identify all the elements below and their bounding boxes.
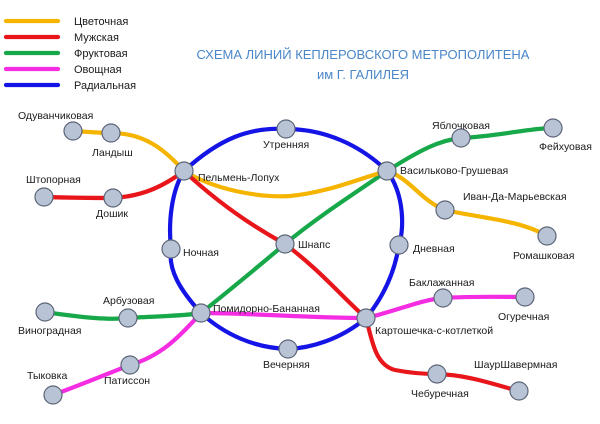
station-romashkovaya[interactable] [537,226,557,246]
station-ogurechnaya[interactable] [515,287,535,307]
station-landysh[interactable] [101,123,121,143]
label-vasilkovo: Васильково-Грушевая [400,165,508,177]
label-shnaps: Шнапс [298,239,330,251]
label-doshik: Дошик [96,208,128,220]
map-subtitle: им Г. ГАЛИЛЕЯ [317,67,409,82]
legend-label-male: Мужская [74,32,119,44]
legend-item-flower: Цветочная [3,16,128,28]
legend: Цветочная Мужская Фруктовая Овощная Ради… [3,16,136,92]
label-odvanchikovaya: Одуванчиковая [18,110,93,122]
label-dnevnaya: Дневная [413,243,455,255]
station-pomidorno[interactable] [191,303,211,323]
line-flower [70,128,550,239]
label-yablochkovaya: Яблочковая [432,120,490,132]
label-kartoshechka: Картошечка-с-котлеткой [375,325,493,337]
label-pelmen-lopukh: Пельмень-Лопух [198,172,280,184]
legend-label-fruit: Фруктовая [74,48,128,60]
label-cheburechnaya: Чебуречная [411,388,469,400]
station-nochnaya[interactable] [161,239,181,259]
label-arbuzovaya: Арбузовая [103,295,154,307]
label-romashkovaya: Ромашковая [513,250,574,262]
legend-label-radial: Радиальная [74,80,136,92]
label-patisson: Патиссон [104,375,150,387]
legend-label-veg: Овощная [74,64,122,76]
station-yablochkovaya[interactable] [451,128,471,148]
station-ivan-da-marya[interactable] [435,200,455,220]
label-pomidorno: Помидорно-Бананная [213,303,320,315]
map-title: СХЕМА ЛИНИЙ КЕПЛЕРОВСКОГО МЕТРОПОЛИТЕНА [197,47,530,62]
station-doshik[interactable] [103,188,123,208]
station-cheburechnaya[interactable] [509,381,529,401]
station-tykovka[interactable] [43,385,63,405]
label-vinogradnaya: Виноградная [18,325,81,337]
station-shnaps[interactable] [275,234,295,254]
label-ogurechnaya: Огуречная [498,311,549,323]
station-kartoshechka[interactable] [356,308,376,328]
label-vechernyaya: Вечерняя [263,359,310,371]
label-utrennyaya: Утренняя [263,139,309,151]
station-vechernyaya[interactable] [278,339,298,359]
label-landysh: Ландыш [92,147,133,159]
legend-item-veg: Овощная [3,64,122,76]
station-baklazhannaya[interactable] [433,288,453,308]
station-vasilkovo[interactable] [377,161,397,181]
station-shtopornaya[interactable] [34,187,54,207]
station-patisson[interactable] [120,355,140,375]
legend-item-radial: Радиальная [3,80,136,92]
label-shaurshavermnaya: ШаурШавермная [474,359,557,371]
station-pelmen-lopukh[interactable] [174,161,194,181]
station-feykhovaya[interactable] [543,118,563,138]
station-utrennyaya[interactable] [276,119,296,139]
label-tykovka: Тыковка [27,370,67,382]
label-feykhovaya: Фейхуовая [539,141,592,153]
station-dnevnaya[interactable] [389,235,409,255]
legend-label-flower: Цветочная [74,16,128,28]
label-shtopornaya: Штопорная [26,174,81,186]
station-odvanchikovaya[interactable] [63,121,83,141]
stations [34,118,563,405]
station-labels: Одуванчиковая Ландыш Штопорная Дошик Пел… [18,110,592,400]
legend-item-male: Мужская [3,32,119,44]
station-shaurshavermnaya[interactable] [427,364,447,384]
station-arbuzovaya[interactable] [118,308,138,328]
legend-item-fruit: Фруктовая [3,48,128,60]
station-vinogradnaya[interactable] [35,302,55,322]
label-nochnaya: Ночная [183,247,219,259]
label-baklazhannaya: Баклажанная [409,277,474,289]
label-ivan-da-marya: Иван-Да-Марьевская [463,191,567,203]
